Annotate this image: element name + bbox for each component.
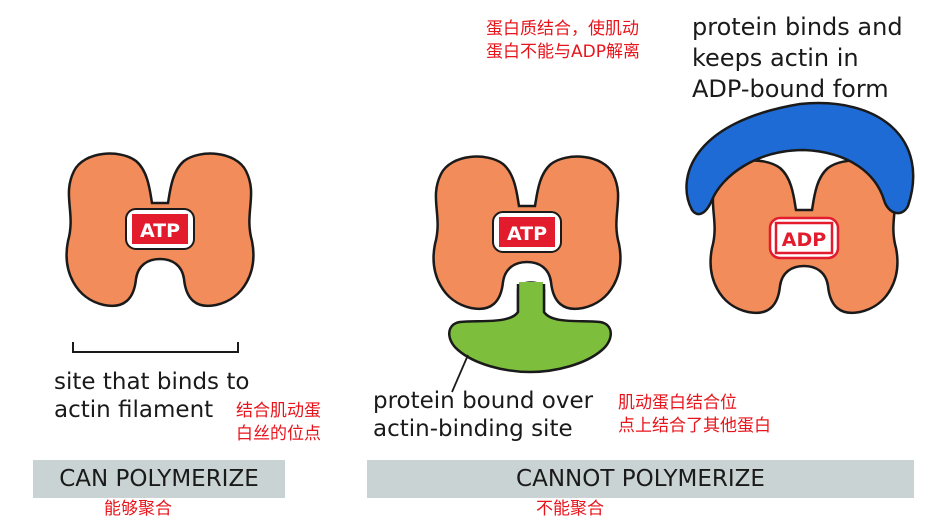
site-binds-cn-label: 结合肌动蛋 白丝的位点: [236, 401, 321, 444]
cannot-polymerize-cn-label: 不能聚合: [536, 499, 604, 519]
protein-bound-cn-label: 肌动蛋白结合位 点上结合了其他蛋白: [618, 393, 771, 436]
binding-site-bracket: [72, 342, 239, 353]
actin-monomer-capped: ADP: [709, 159, 899, 315]
protein-binds-label: protein binds and keeps actin in ADP-bou…: [692, 13, 903, 103]
atp-label: ATP: [140, 220, 180, 242]
can-polymerize-band: CAN POLYMERIZE: [33, 460, 285, 498]
atp-badge-fill: [132, 214, 188, 244]
cap-protein-blue: [685, 101, 915, 216]
site-binds-label: site that binds to actin filament: [54, 369, 250, 423]
cannot-polymerize-label: CANNOT POLYMERIZE: [516, 466, 765, 492]
binding-protein-green: [448, 281, 612, 374]
protein-binds-cn-label: 蛋白质结合，使肌动 蛋白不能与ADP解离: [486, 19, 640, 62]
pointer-line: [451, 354, 469, 393]
can-polymerize-cn-label: 能够聚合: [104, 499, 172, 519]
atp-label: ATP: [507, 223, 547, 245]
cannot-polymerize-band: CANNOT POLYMERIZE: [367, 460, 914, 498]
can-polymerize-label: CAN POLYMERIZE: [59, 466, 259, 492]
actin-monomer-free: ATP: [65, 152, 255, 308]
protein-bound-label: protein bound over actin-binding site: [373, 388, 594, 442]
adp-label: ADP: [782, 229, 826, 251]
actin-monomer-bound: ATP: [432, 155, 622, 311]
